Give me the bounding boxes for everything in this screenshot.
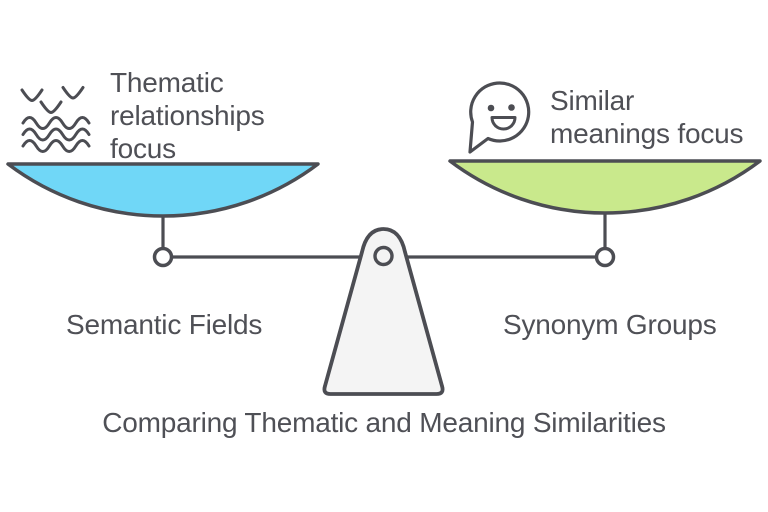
- left-pan-label: Semantic Fields: [66, 309, 263, 340]
- caption-line: meanings focus: [550, 118, 744, 149]
- left-pan: [6, 162, 320, 218]
- smiley-speech-bubble-icon: [468, 81, 531, 154]
- right-pan-label: Synonym Groups: [503, 309, 717, 340]
- caption-line: Similar: [550, 85, 635, 116]
- bird-icon: [61, 86, 85, 100]
- smiley-mouth: [490, 116, 517, 131]
- bird-icon: [20, 88, 44, 102]
- smiley-eye: [508, 104, 515, 111]
- diagram-title: Comparing Thematic and Meaning Similarit…: [102, 407, 666, 438]
- right-pan: [448, 159, 762, 215]
- caption-line: relationships: [110, 100, 265, 131]
- smiley-eye: [487, 104, 495, 112]
- left-pan-caption: Thematic relationships focus: [110, 66, 265, 165]
- caption-line: focus: [110, 133, 176, 164]
- right-pivot-circle: [594, 246, 616, 268]
- bird-icon: [39, 100, 63, 114]
- caption-line: Thematic: [110, 67, 224, 98]
- fulcrum-pivot-hole: [373, 245, 394, 267]
- birds-over-waves-icon: [20, 86, 91, 153]
- right-pan-caption: Similar meanings focus: [550, 84, 744, 150]
- wave-icon: [21, 139, 91, 153]
- wave-icon: [21, 116, 91, 130]
- left-pivot-circle: [152, 246, 174, 268]
- fulcrum: [322, 227, 445, 396]
- wave-icon: [21, 127, 91, 142]
